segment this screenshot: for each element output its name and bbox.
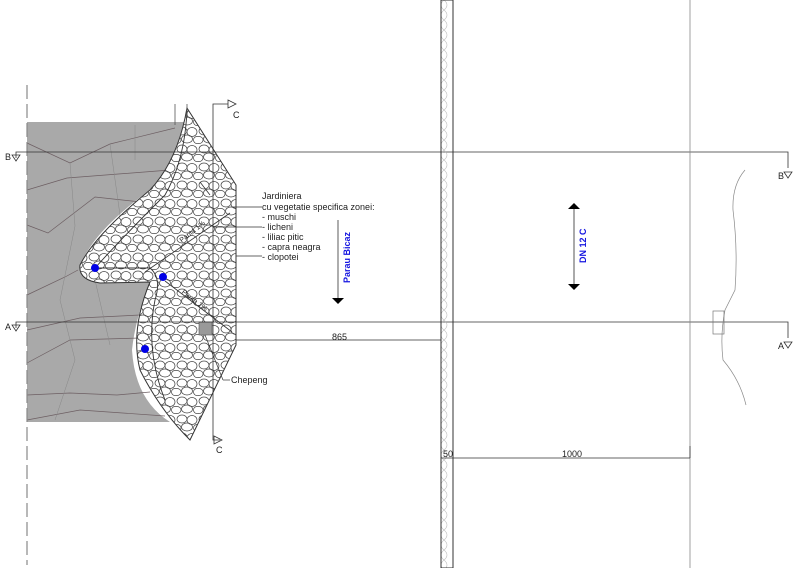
planter-item: - licheni [262,222,294,232]
slope-arrow-2 [164,280,233,333]
dimension-1000: 1000 [562,449,583,459]
planter-item: - capra neagra [262,242,321,252]
terrain-contour [721,169,747,406]
stream-label: Parau Bicaz [342,231,352,283]
planter-item: - liliac pitic [262,232,304,242]
section-label-b-right: B [778,171,785,181]
stone-planter [79,104,237,441]
right-feature-box [712,310,725,335]
chepeng-manhole [198,321,213,336]
dimension-50: 50 [443,449,454,459]
planter-item: - clopotei [262,252,299,262]
drain-point [91,264,99,272]
planter-item: - muschi [262,212,297,222]
section-label-c-bottom: C [216,445,223,455]
planter-title: Jardiniera [262,191,302,201]
drain-point [159,273,167,281]
section-label-a-right: A [778,341,785,351]
section-label-a-left: A [5,322,12,332]
road-label: DN 12 C [578,228,588,263]
chepeng-label: Chepeng [231,375,268,385]
road-curb-strip [440,0,454,568]
section-label-c-top: C [233,110,240,120]
drain-points [91,264,167,353]
section-label-b-left: B [5,152,12,162]
section-line-c [212,103,228,441]
slope-arrow-1 [144,212,231,273]
planter-subtitle: cu vegetatie specifica zonei: [262,202,375,212]
dimension-865: 865 [332,332,348,342]
drain-point [141,345,149,353]
